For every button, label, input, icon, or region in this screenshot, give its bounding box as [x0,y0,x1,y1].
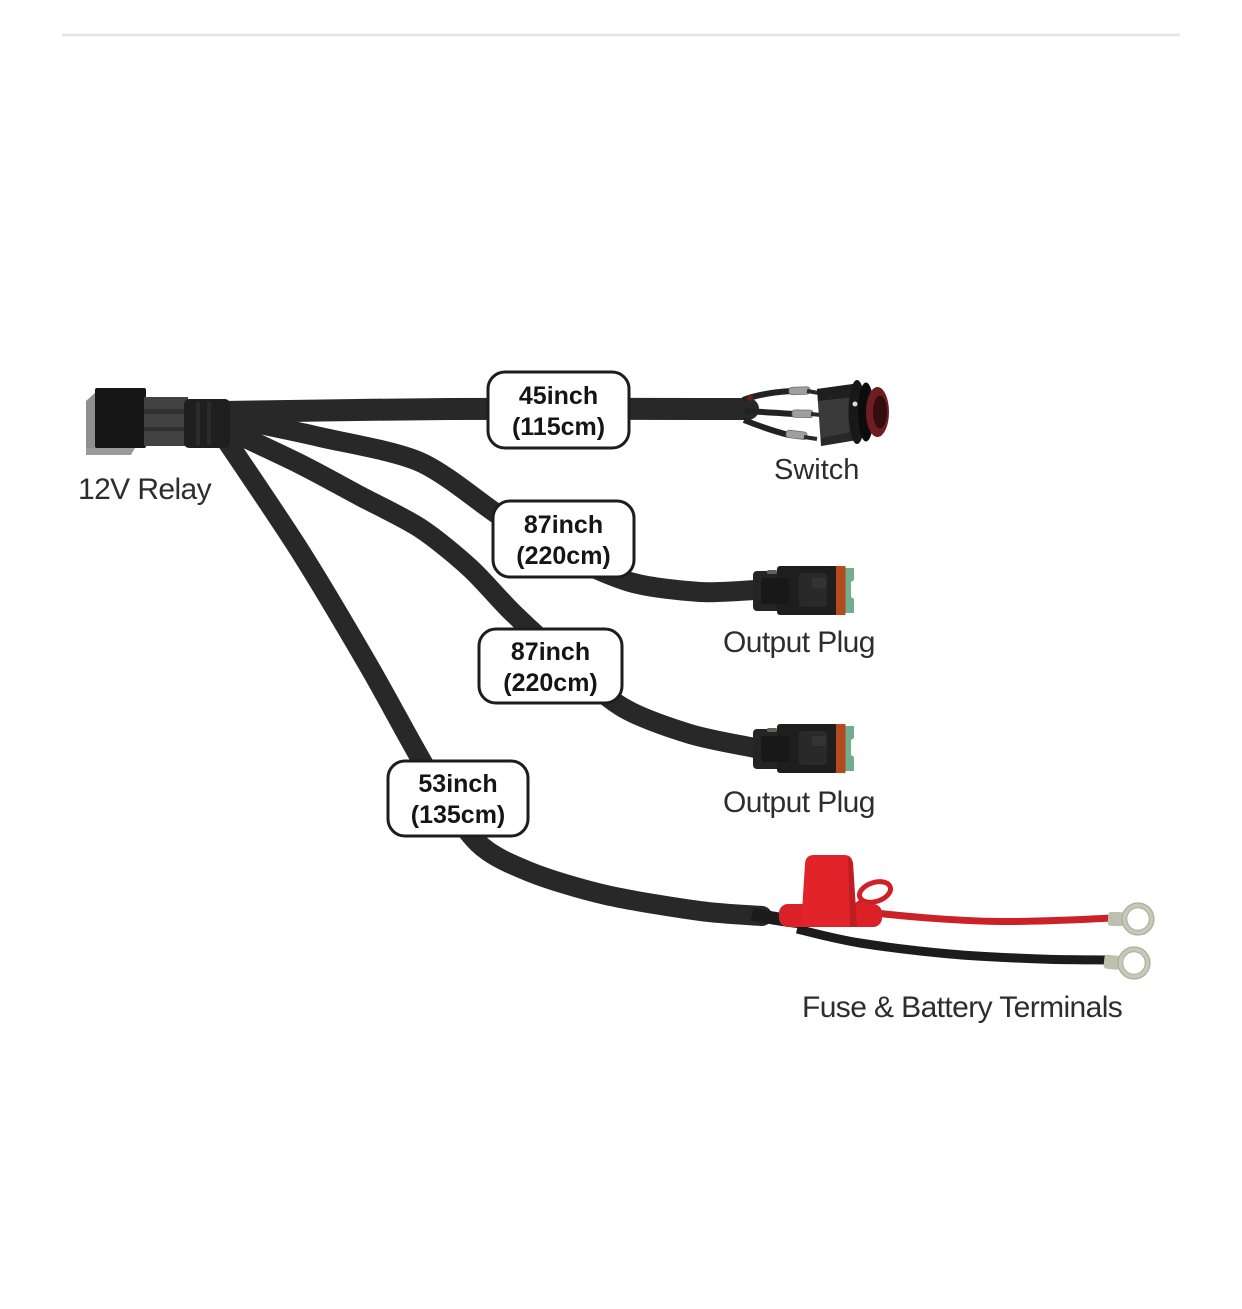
svg-text:Fuse & Battery Terminals: Fuse & Battery Terminals [802,991,1122,1024]
svg-text:87inch: 87inch [511,638,590,666]
svg-text:Output Plug: Output Plug [723,786,875,819]
svg-text:(135cm): (135cm) [411,801,506,829]
svg-text:53inch: 53inch [418,770,497,798]
svg-text:(115cm): (115cm) [512,413,605,441]
svg-text:Switch: Switch [774,454,859,486]
svg-text:(220cm): (220cm) [503,669,598,697]
svg-text:87inch: 87inch [524,511,603,539]
svg-text:Output Plug: Output Plug [723,626,875,659]
svg-text:(220cm): (220cm) [516,542,611,570]
svg-text:45inch: 45inch [519,382,598,410]
svg-text:12V Relay: 12V Relay [78,473,212,506]
